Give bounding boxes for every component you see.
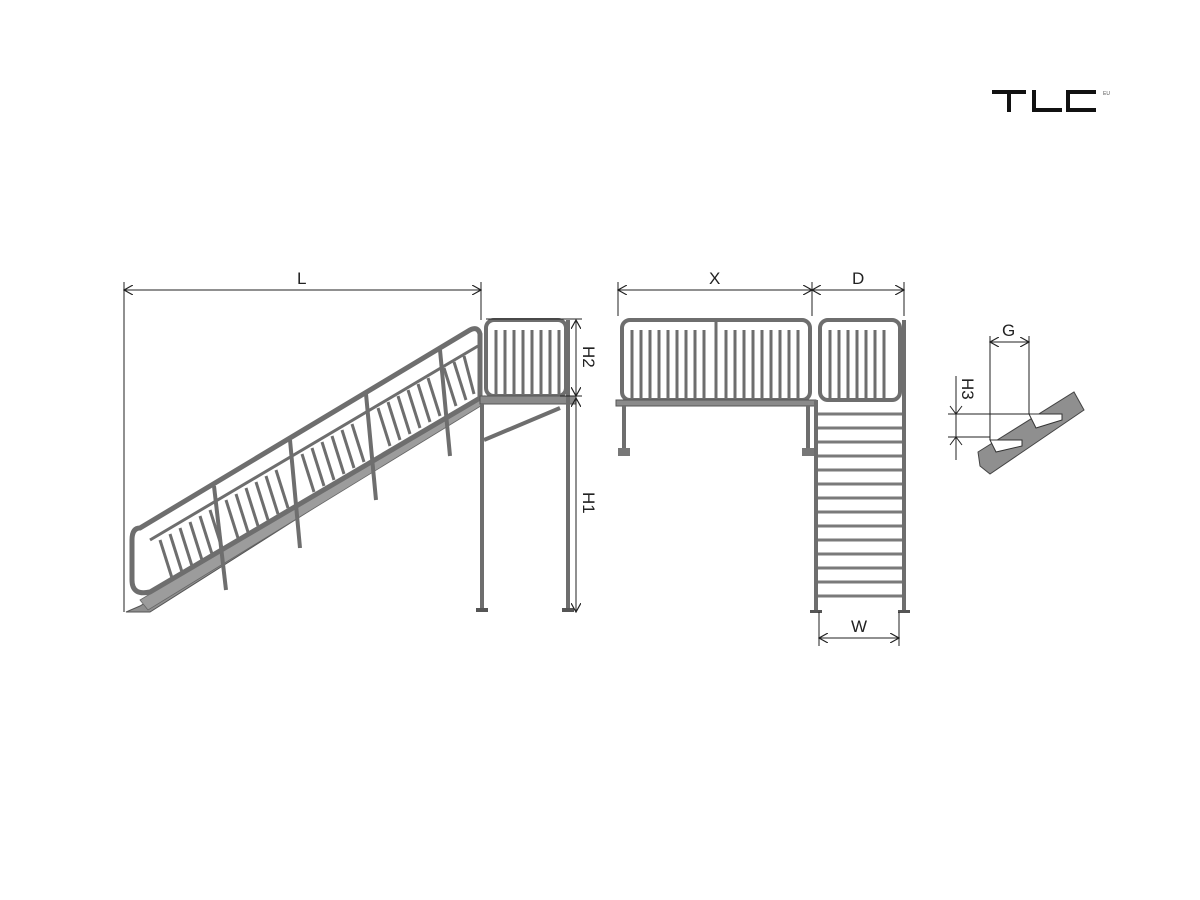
dim-label-H2: H2 <box>579 346 598 368</box>
dim-label-W: W <box>851 617 867 636</box>
side-view: L <box>124 269 598 612</box>
dim-label-H1: H1 <box>579 492 598 514</box>
tlc-logo: EU <box>990 86 1115 116</box>
front-view: X D <box>615 269 910 646</box>
dim-label-X: X <box>709 269 720 288</box>
detail-view: G H3 <box>948 321 1085 475</box>
dim-label-D: D <box>852 269 864 288</box>
dim-label-H3: H3 <box>958 378 977 400</box>
dim-label-G: G <box>1002 321 1015 340</box>
dim-label-L: L <box>297 269 306 288</box>
logo-mark: EU <box>1103 91 1110 97</box>
